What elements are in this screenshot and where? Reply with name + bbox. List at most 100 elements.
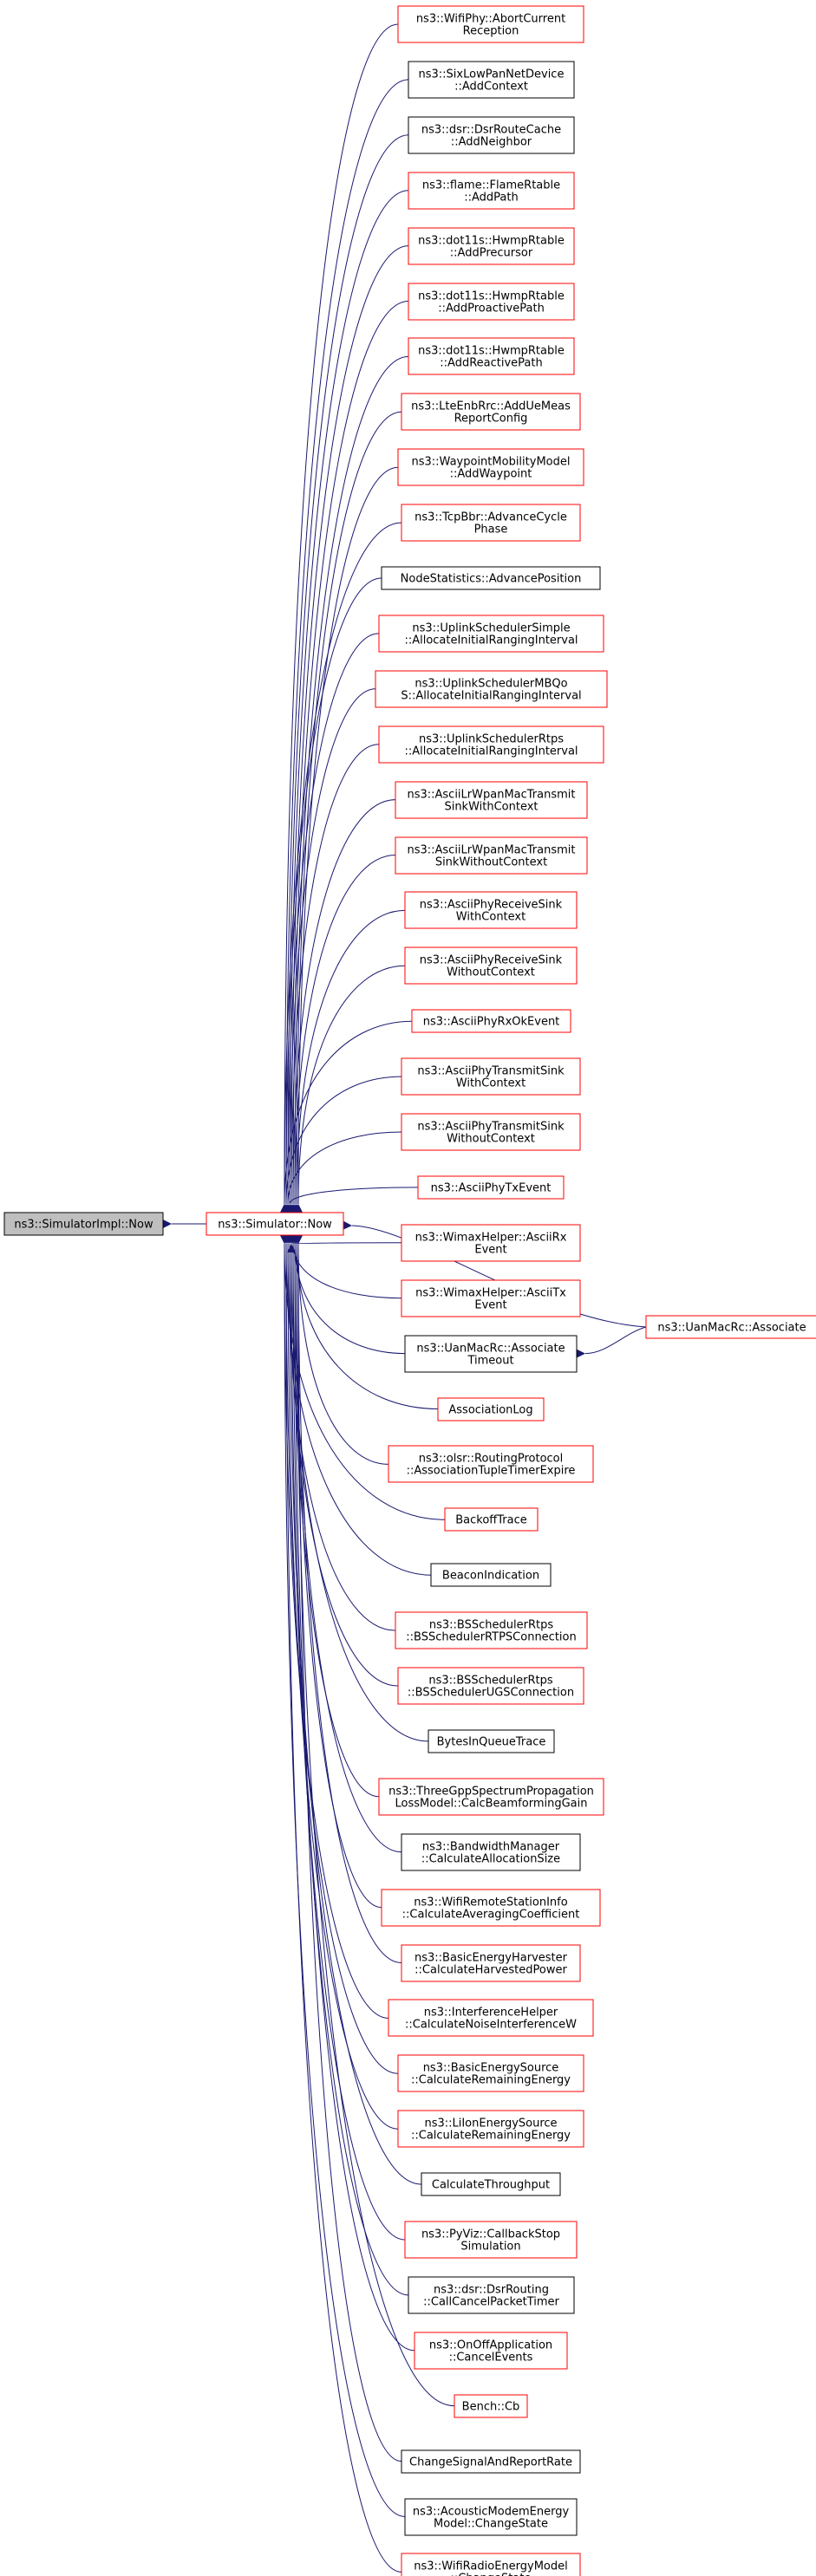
node-box	[397, 5, 584, 43]
edge-ns3-wifiphy-abortcurrentreception	[279, 23, 399, 1213]
node-box	[454, 2394, 528, 2418]
node-ns3-acousticmodemenergymodel-changestate[interactable]: ns3::AcousticModemEnergyModel::ChangeSta…	[404, 2498, 578, 2536]
node-ns3-onoffapplication-cancelevents[interactable]: ns3::OnOffApplication::CancelEvents	[414, 2332, 568, 2370]
node-ns3-interferencehelper-calculatenoiseinterferencew[interactable]: ns3::InterferenceHelper::CalculateNoiseI…	[388, 1999, 594, 2037]
node-label-line: ns3::ThreeGppSpectrumPropagation	[388, 1786, 594, 1799]
node-uanmacrc-associate[interactable]: ns3::UanMacRc::Associate	[645, 1315, 816, 1339]
node-label-line: ReportConfig	[454, 413, 528, 426]
node-label-line: ::AddContext	[454, 81, 528, 94]
node-ns3-dot11s-hwmprtable-addreactivepath[interactable]: ns3::dot11s::HwmpRtable::AddReactivePath	[408, 337, 575, 375]
node-label-line: S::AllocateInitialRangingInterval	[401, 690, 581, 703]
edge-ns3-threegppspectrumpropagationlossmodel-calcbeamforminggain	[288, 1234, 380, 1798]
node-box	[401, 1279, 581, 1317]
node-label-line: ns3::olsr::RoutingProtocol	[419, 1453, 564, 1466]
node-beaconindication[interactable]: BeaconIndication	[430, 1563, 552, 1587]
node-label-line: ns3::WifiRemoteStationInfo	[414, 1896, 567, 1909]
node-ns3-uplinkschedulerrtps-allocateinitialranginginterval[interactable]: ns3::UplinkSchedulerRtps::AllocateInitia…	[378, 725, 604, 764]
node-ns3-sixlowpannetdevice-addcontext[interactable]: ns3::SixLowPanNetDevice::AddContext	[408, 61, 575, 99]
node-changesignalandreportrate[interactable]: ChangeSignalAndReportRate	[401, 2449, 581, 2474]
node-simulatorimpl-now[interactable]: ns3::SimulatorImpl::Now	[3, 1212, 164, 1236]
node-ns3-liionenergysource-calculateremainingenergy[interactable]: ns3::LiIonEnergySource::CalculateRemaini…	[397, 2110, 584, 2148]
node-ns3-dsr-dsrroutecache-addneighbor[interactable]: ns3::dsr::DsrRouteCache::AddNeighbor	[408, 116, 575, 154]
node-ns3-bandwidthmanager-calculateallocationsize[interactable]: ns3::BandwidthManager::CalculateAllocati…	[401, 1833, 581, 1871]
edge-ns3-uanmacrc-associatetimeout	[290, 1234, 406, 1355]
node-label-line: ns3::dsr::DsrRouteCache	[421, 124, 561, 137]
node-label-line: ::CalculateNoiseInterferenceW	[405, 2019, 577, 2032]
node-nodestatistics-advanceposition[interactable]: NodeStatistics::AdvancePosition	[381, 566, 601, 590]
node-ns3-uplinkschedulermbqos-allocateinitialranginginterval[interactable]: ns3::UplinkSchedulerMBQoS::AllocateIniti…	[375, 670, 608, 708]
node-label-line: ns3::OnOffApplication	[429, 2339, 552, 2352]
node-ns3-dot11s-hwmprtable-addproactivepath[interactable]: ns3::dot11s::HwmpRtable::AddProactivePat…	[408, 283, 575, 321]
edge-ns3-wimaxhelper-asciitxevent	[288, 1234, 402, 1299]
node-box	[395, 781, 588, 819]
node-label-line: ns3::WimaxHelper::AsciiTx	[415, 1287, 566, 1300]
node-box	[378, 1778, 604, 1816]
node-box	[417, 1175, 565, 1200]
node-ns3-flame-flamertable-addpath[interactable]: ns3::flame::FlameRtable::AddPath	[408, 172, 575, 210]
node-label-line: ns3::AsciiPhyReceiveSink	[420, 899, 563, 912]
node-ns3-waypointmobilitymodel-addwaypoint[interactable]: ns3::WaypointMobilityModel::AddWaypoint	[397, 448, 584, 486]
node-label-line: ns3::LteEnbRrc::AddUeMeas	[411, 400, 571, 413]
edges	[163, 23, 647, 2573]
edge-ns3-acousticmodemenergymodel-changestate	[279, 1234, 406, 2517]
edge-uanmacrc-associate-to-simulator-now	[343, 1220, 647, 1328]
node-ns3-dsr-dsrrouting-callcancelpackettimer[interactable]: ns3::dsr::DsrRouting::CallCancelPacketTi…	[408, 2276, 575, 2314]
node-ns3-basicenergyharvester-calculateharvestedpower[interactable]: ns3::BasicEnergyHarvester::CalculateHarv…	[401, 1944, 581, 1982]
node-backofftrace[interactable]: BackoffTrace	[444, 1507, 539, 1532]
edge-ns3-uplinkschedulermbqos-allocateinitialranginginterval	[284, 688, 376, 1213]
node-label-line: ::AddPrecursor	[450, 247, 533, 260]
node-label-line: ns3::dsr::DsrRouting	[434, 2284, 549, 2297]
node-label-line: ns3::AsciiPhyTransmitSink	[417, 1121, 565, 1134]
node-label-line: AssociationLog	[448, 1404, 532, 1417]
node-box	[378, 615, 604, 653]
node-ns3-wifiremotestationinfo-calculateaveragingcoefficient[interactable]: ns3::WifiRemoteStationInfo::CalculateAve…	[381, 1889, 601, 1927]
node-ns3-asciilrwpanmactransmitsinkwithoutcontext[interactable]: ns3::AsciiLrWpanMacTransmitSinkWithoutCo…	[395, 836, 588, 875]
node-label-line: Phase	[474, 524, 508, 537]
node-ns3-bsschedulerrtps-bsschedulerugsconnection[interactable]: ns3::BSSchedulerRtps::BSSchedulerUGSConn…	[397, 1667, 584, 1705]
node-label-line: ns3::BasicEnergySource	[423, 2062, 559, 2075]
node-ns3-wifiradioenergymodel-changestate[interactable]: ns3::WifiRadioEnergyModel::ChangeState	[401, 2553, 581, 2576]
node-ns3-asciiphyrxokevent[interactable]: ns3::AsciiPhyRxOkEvent	[411, 1009, 571, 1033]
node-box	[414, 2332, 568, 2370]
node-ns3-asciiphytxevent[interactable]: ns3::AsciiPhyTxEvent	[417, 1175, 565, 1200]
node-ns3-uplinkschedulersimple-allocateinitialranginginterval[interactable]: ns3::UplinkSchedulerSimple::AllocateInit…	[378, 615, 604, 653]
node-calculatethroughput[interactable]: CalculateThroughput	[421, 2172, 561, 2196]
node-box	[408, 61, 575, 99]
node-ns3-asciilrwpanmactransmitsinkwithcontext[interactable]: ns3::AsciiLrWpanMacTransmitSinkWithConte…	[395, 781, 588, 819]
node-label-line: ns3::Simulator::Now	[218, 1219, 332, 1232]
node-box	[444, 1507, 539, 1532]
node-ns3-threegppspectrumpropagationlossmodel-calcbeamforminggain[interactable]: ns3::ThreeGppSpectrumPropagationLossMode…	[378, 1778, 604, 1816]
node-ns3-dot11s-hwmprtable-addprecursor[interactable]: ns3::dot11s::HwmpRtable::AddPrecursor	[408, 227, 575, 265]
node-bytesinqueuetrace[interactable]: BytesInQueueTrace	[428, 1729, 555, 1753]
edge-calculatethroughput	[284, 1234, 422, 2185]
edge-ns3-tcpbbr-advancecyclephase	[279, 522, 402, 1213]
node-associationlog[interactable]: AssociationLog	[437, 1397, 545, 1421]
node-label-line: ns3::BasicEnergyHarvester	[415, 1952, 568, 1965]
node-bench-cb[interactable]: Bench::Cb	[454, 2394, 528, 2418]
node-box	[401, 1833, 581, 1871]
node-label-line: ns3::dot11s::HwmpRtable	[418, 235, 565, 248]
node-label-line: ns3::BandwidthManager	[422, 1841, 560, 1854]
node-ns3-olsr-routingprotocol-associationtupletimerexpire[interactable]: ns3::olsr::RoutingProtocol::AssociationT…	[388, 1445, 594, 1483]
edge-ns3-lteenbrrc-adduemeasreportconfig	[291, 411, 402, 1213]
node-ns3-basicenergysource-calculateremainingenergy[interactable]: ns3::BasicEnergySource::CalculateRemaini…	[397, 2054, 584, 2092]
node-label-line: ns3::WaypointMobilityModel	[412, 456, 571, 469]
node-box	[428, 1729, 555, 1753]
node-simulator-now[interactable]: ns3::Simulator::Now	[206, 1212, 344, 1236]
edge-ns3-pyviz-callbackstopsimulation	[286, 1234, 406, 2241]
node-ns3-bsschedulerrtps-bsschedulerrtpsconnection[interactable]: ns3::BSSchedulerRtps::BSSchedulerRTPSCon…	[395, 1611, 588, 1649]
edge-ns3-asciilrwpanmactransmitsinkwithcontext	[288, 799, 396, 1213]
edge-bytesinqueuetrace	[286, 1234, 429, 1742]
